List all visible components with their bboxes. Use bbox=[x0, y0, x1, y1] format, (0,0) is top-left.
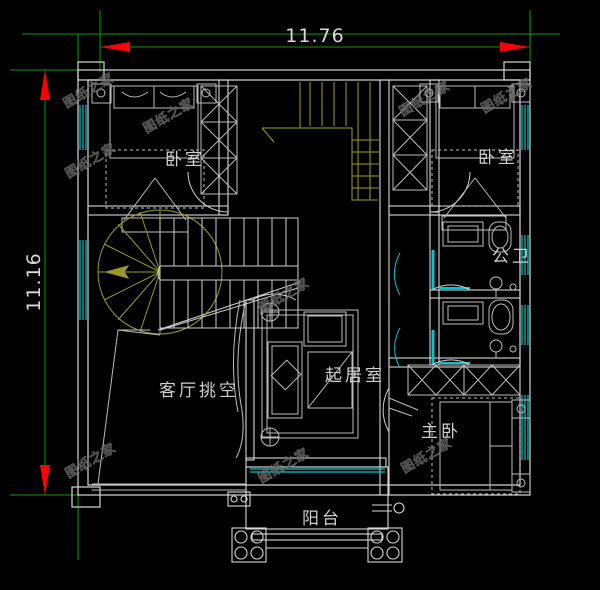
dimension-left-label: 11.16 bbox=[23, 252, 45, 311]
room-label-public-bath: 公卫 bbox=[492, 247, 532, 267]
second-bath-fixtures bbox=[442, 299, 517, 358]
balcony-structure bbox=[227, 466, 405, 563]
room-label-bedroom-left: 卧室 bbox=[165, 150, 205, 170]
room-label-balcony: 阳台 bbox=[302, 509, 342, 529]
room-label-bedroom-right: 卧室 bbox=[478, 148, 518, 168]
room-label-master-bedroom: 主卧 bbox=[421, 422, 461, 442]
outer-walls bbox=[71, 61, 531, 508]
stair-flight-lower bbox=[157, 217, 301, 331]
interior-walls bbox=[87, 79, 521, 496]
windows bbox=[79, 105, 529, 473]
dimension-top-label: 11.76 bbox=[285, 25, 344, 47]
bedroom-left-furniture bbox=[91, 83, 238, 233]
room-label-living-void: 客厅挑空 bbox=[159, 381, 239, 401]
master-bedroom-furniture bbox=[388, 364, 531, 495]
main-staircase bbox=[261, 82, 379, 201]
curved-staircase bbox=[97, 209, 223, 335]
dimension-arrows bbox=[40, 42, 530, 495]
public-bath-fixtures bbox=[442, 221, 517, 297]
room-label-sitting-room: 起居室 bbox=[325, 366, 385, 386]
void-outline bbox=[92, 299, 247, 491]
sitting-room-furniture bbox=[260, 302, 359, 447]
bedroom-right-furniture bbox=[392, 83, 531, 231]
